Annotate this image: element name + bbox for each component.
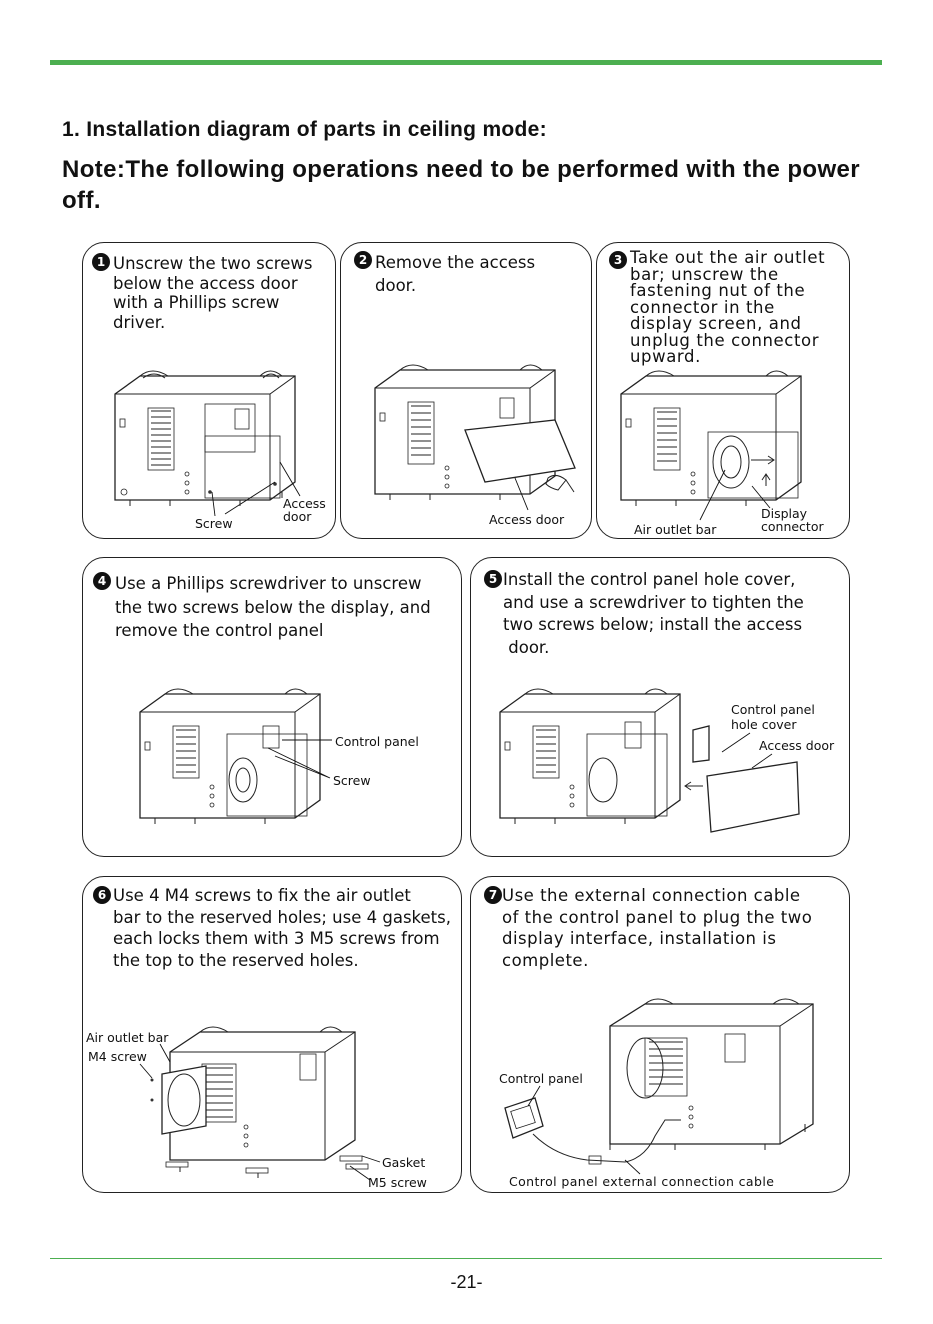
step-5-number: 5 (484, 570, 502, 588)
step-2-number: 2 (354, 251, 372, 269)
step-5-label-access-door: Access door (759, 738, 835, 753)
step-6-label-air-outlet-bar: Air outlet bar (86, 1030, 169, 1045)
step-2-illustration (374, 364, 576, 500)
step-4-label-control-panel: Control panel (335, 734, 419, 749)
step-5-illustration (499, 688, 800, 833)
step-1-label-screw: Screw (195, 516, 233, 531)
step-7-number: 7 (484, 886, 502, 904)
section-heading: 1. Installation diagram of parts in ceil… (62, 118, 547, 141)
page-number: -21- (450, 1272, 483, 1292)
step-6-illustration (150, 1026, 369, 1178)
step-7-label-cable: Control panel external connection cable (509, 1174, 775, 1189)
step-4-number: 4 (93, 572, 111, 590)
step-4-illustration (139, 688, 321, 824)
power-off-note: Note:The following operations need to be… (62, 156, 861, 214)
step-4-label-screw: Screw (333, 773, 371, 788)
step-7-label-control-panel: Control panel (499, 1071, 583, 1086)
top-green-rule (50, 60, 882, 65)
step-1-illustration (114, 370, 296, 506)
step-3-number: 3 (609, 251, 627, 269)
step-1-number: 1 (92, 253, 110, 271)
step-5-text: Install the control panel hole cover,and… (503, 570, 804, 657)
step-3-label-air-outlet-bar: Air outlet bar (634, 522, 717, 537)
step-6-label-gasket: Gasket (382, 1155, 426, 1170)
step-3-illustration (620, 370, 802, 506)
step-6-label-m4-screw: M4 screw (88, 1049, 147, 1064)
step-7-illustration (504, 998, 814, 1165)
step-6-label-m5-screw: M5 screw (368, 1175, 427, 1190)
step-6-number: 6 (93, 886, 111, 904)
step-2-label-access-door: Access door (489, 512, 565, 527)
bottom-green-rule (50, 1258, 882, 1259)
